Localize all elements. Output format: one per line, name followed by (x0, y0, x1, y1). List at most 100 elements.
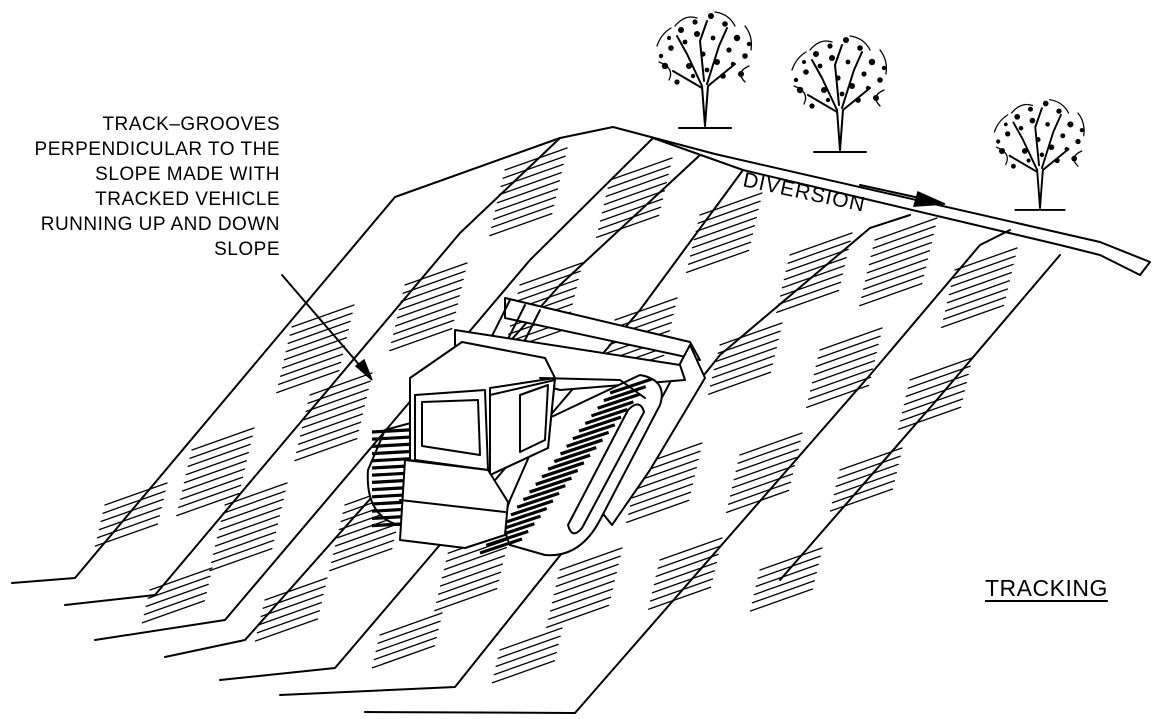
groove-line (607, 165, 671, 189)
groove-line (713, 346, 777, 371)
bulldozer-icon (366, 297, 706, 557)
groove-line (398, 286, 462, 311)
groove-line (759, 547, 823, 571)
groove-line (777, 281, 842, 305)
groove-line (874, 217, 938, 241)
groove-line (555, 563, 619, 588)
groove-line (400, 278, 464, 303)
groove-line (907, 365, 971, 389)
groove-line (699, 192, 763, 216)
groove-line (870, 233, 934, 258)
tree-icon (993, 98, 1086, 211)
groove-line (711, 355, 776, 379)
groove-line (149, 567, 213, 591)
diversion-label: DIVERSION (741, 168, 868, 216)
groove-line (861, 274, 925, 299)
groove-line (185, 451, 249, 476)
groove-line (942, 296, 1007, 320)
groove-line (872, 225, 936, 249)
groove-line (299, 413, 364, 437)
groove-line (781, 265, 846, 289)
slope-edge-7 (364, 229, 1011, 714)
groove-line (301, 405, 366, 429)
groove-line (212, 531, 277, 555)
groove-line (629, 483, 694, 507)
groove-line (837, 455, 901, 479)
groove-line (493, 651, 557, 676)
groove-line (256, 610, 321, 634)
groove-line (737, 440, 801, 464)
groove-line (391, 319, 455, 344)
groove-line (948, 271, 1012, 296)
groove-line (100, 498, 164, 523)
groove-line (436, 579, 500, 604)
groove-line (707, 371, 772, 395)
groove-line (859, 282, 923, 307)
groove-line (441, 555, 506, 579)
groove-line (375, 628, 439, 653)
groove-line (551, 580, 616, 604)
groove-line (631, 475, 696, 499)
groove-line (187, 443, 251, 468)
groove-line (254, 618, 319, 642)
groove-line (504, 147, 568, 171)
groove-line (519, 262, 583, 286)
groove-line (597, 206, 662, 230)
groove-line (211, 539, 275, 564)
groove-line (653, 561, 717, 586)
groove-line (104, 482, 168, 506)
track-tread (597, 392, 641, 410)
groove-line (899, 398, 964, 422)
groove-line (404, 262, 468, 286)
groove-line (715, 338, 779, 363)
track-tread (479, 537, 523, 555)
groove-line (862, 266, 927, 290)
callout-line: SLOPE MADE WITH (95, 164, 280, 185)
groove-line (515, 278, 579, 303)
groove-line (285, 328, 349, 353)
callout-leader (281, 274, 373, 381)
groove-line (331, 539, 395, 564)
track-tread (516, 491, 560, 509)
groove-line (443, 546, 507, 571)
groove-line (297, 421, 362, 445)
groove-line (262, 585, 326, 609)
groove-line (659, 537, 723, 561)
track-tread (559, 438, 603, 456)
track-tread (510, 499, 554, 517)
groove-line (499, 627, 563, 651)
track-tread (609, 377, 653, 395)
groove-line (389, 327, 453, 352)
groove-line (496, 180, 561, 204)
groove-line (903, 381, 967, 406)
groove-line (651, 570, 716, 594)
groove-line (291, 304, 355, 328)
track-tread (553, 446, 597, 464)
groove-line (379, 612, 443, 636)
groove-line (276, 369, 340, 394)
groove-line (147, 575, 211, 599)
groove-line (806, 384, 870, 409)
track-tread (566, 430, 610, 448)
groove-line (377, 620, 441, 644)
groove-line (601, 190, 666, 214)
track-tread (603, 385, 647, 403)
groove-line (727, 481, 792, 505)
groove-line (603, 181, 667, 206)
diversion-bottom-line (394, 137, 561, 198)
callout-line: TRACKED VEHICLE (95, 189, 280, 210)
groove-line (612, 305, 676, 329)
slope-edge-1 (11, 196, 396, 584)
groove-line (944, 288, 1009, 312)
groove-line (498, 171, 562, 196)
groove-line (655, 553, 719, 578)
groove-line (396, 295, 461, 319)
diversion-top-line (559, 126, 1151, 276)
track-tread (535, 468, 579, 486)
groove-line (279, 353, 344, 377)
track-tread (584, 407, 628, 425)
groove-line (281, 345, 346, 369)
callout-text: TRACK–GROOVES PERPENDICULAR TO THE SLOPE… (35, 112, 280, 262)
groove-line (807, 376, 872, 400)
